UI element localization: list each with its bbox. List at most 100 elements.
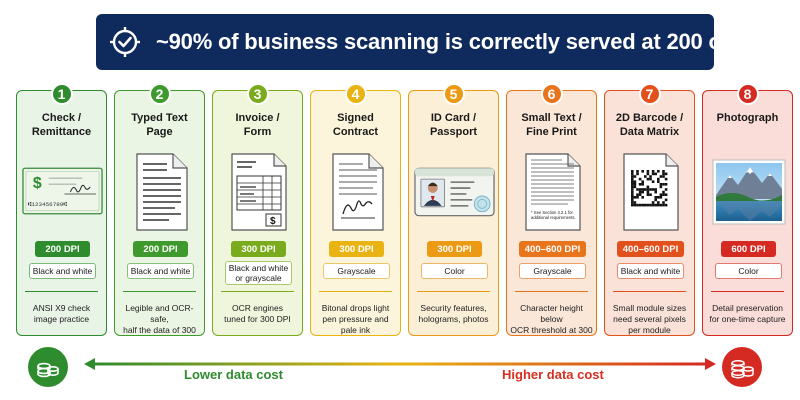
barcode-module [635, 172, 639, 176]
barcode-module [648, 177, 652, 181]
divider [319, 291, 392, 292]
dpi-badge: 400–600 DPI [519, 241, 586, 257]
divider [123, 291, 196, 292]
barcode-module [653, 198, 657, 202]
barcode-module [651, 188, 654, 191]
higher-data-cost-label: Higher data cost [502, 367, 604, 382]
barcode-module [653, 172, 657, 176]
card-description: ANSI X9 check image practice [32, 303, 91, 324]
card-description: Character height below OCR threshold at … [510, 303, 593, 335]
barcode-module [640, 190, 644, 194]
barcode-module [651, 180, 654, 183]
barcode-module [646, 185, 649, 189]
document-icon [119, 151, 202, 233]
barcode-module [630, 196, 634, 199]
barcode-module [656, 196, 660, 199]
barcode-module [643, 175, 647, 178]
divider [25, 291, 98, 292]
barcode-module [635, 196, 639, 199]
barcode-module [633, 196, 636, 199]
barcode-module [646, 190, 649, 194]
barcode-module [630, 177, 634, 181]
dpi-badge: 400–600 DPI [617, 241, 684, 257]
card-invoice-form: 3 Invoice / Form $ [212, 83, 303, 336]
divider [711, 291, 784, 292]
barcode-module [638, 193, 641, 196]
card-description: Detail preservation for one-time capture [709, 303, 786, 324]
card-typed-text-page: 2 Typed Text Page 200 DPI Black and whit… [114, 83, 205, 336]
id-card-icon [413, 151, 496, 233]
barcode-module [646, 203, 649, 207]
barcode-module [656, 180, 660, 183]
barcode-module [646, 188, 649, 191]
barcode-module [653, 196, 657, 199]
card-description: Bitonal drops light pen pressure and pal… [321, 303, 390, 335]
divider [613, 291, 686, 292]
barcode-module [640, 170, 644, 173]
page-title: ~90% of business scanning is correctly s… [156, 29, 800, 54]
barcode-module [661, 172, 665, 176]
card-number-badge: 2 [148, 83, 171, 105]
barcode-module [638, 188, 641, 191]
barcode-module [648, 193, 652, 196]
divider [515, 291, 588, 292]
invoice-icon: $ [217, 151, 300, 233]
divider [221, 291, 294, 292]
barcode-module [638, 183, 641, 186]
coin-stack-large-icon [722, 347, 762, 387]
color-mode-label: Black and white [617, 263, 684, 279]
barcode-module [643, 188, 647, 191]
barcode-module [651, 201, 654, 204]
card-number-badge: 3 [246, 83, 269, 105]
color-mode-label: Grayscale [323, 263, 390, 279]
barcode-module [653, 203, 657, 207]
barcode-module [630, 172, 634, 176]
card-title: Typed Text Page [131, 112, 188, 138]
barcode-module [659, 183, 662, 186]
check-icon: $ ⑆123456789⑆ [21, 151, 104, 233]
barcode-module [651, 203, 654, 207]
barcode-module [635, 203, 639, 207]
barcode-module [630, 183, 634, 186]
barcode-module [661, 175, 665, 178]
barcode-module [630, 190, 634, 194]
dpi-badge: 300 DPI [231, 241, 286, 257]
card-number-badge: 4 [344, 83, 367, 105]
card-title: Invoice / Form [235, 112, 280, 138]
barcode-module [630, 188, 634, 191]
barcode-module [630, 193, 634, 196]
card-signed-contract: 4 Signed Contract 300 DPI Grayscale Bito… [310, 83, 401, 336]
barcode-module [633, 183, 636, 186]
barcode-module [630, 175, 634, 178]
barcode-module [640, 188, 644, 191]
barcode-module [656, 177, 660, 181]
barcode-module [653, 190, 657, 194]
barcode-module [661, 201, 665, 204]
card-number-badge: 1 [50, 83, 73, 105]
barcode-module [646, 172, 649, 176]
barcode-module [664, 177, 667, 181]
card-check-remittance: 1 Check / Remittance $ ⑆123456789⑆ 200 D… [16, 83, 107, 336]
barcode-module [648, 203, 652, 207]
card-number-badge: 7 [638, 83, 661, 105]
lower-data-cost-label: Lower data cost [184, 367, 283, 382]
barcode-module [664, 203, 667, 207]
barcode-module [664, 183, 667, 186]
invoice-total-sign: $ [270, 216, 276, 227]
color-mode-label: Color [421, 263, 488, 279]
data-cost-scale: Lower data cost Higher data cost [0, 345, 800, 400]
barcode-module [633, 175, 636, 178]
coin-stack-small-icon [28, 347, 68, 387]
barcode-module [630, 201, 634, 204]
barcode-module [651, 170, 654, 173]
card-title: ID Card / Passport [429, 112, 478, 138]
card-number-badge: 6 [540, 83, 563, 105]
barcode-module [659, 203, 662, 207]
card-title: Small Text / Fine Print [521, 112, 582, 138]
fine-print-icon: * See Section 4.2.1 for additional requi… [511, 151, 594, 233]
card-photograph: 8 Photograph [702, 83, 793, 336]
barcode-module [664, 193, 667, 196]
card-description: Security features, holograms, photos [418, 303, 489, 324]
card-small-text-fine-print: 6 Small Text / Fine Print * See Section … [506, 83, 597, 336]
check-amount-sign: $ [33, 175, 42, 192]
